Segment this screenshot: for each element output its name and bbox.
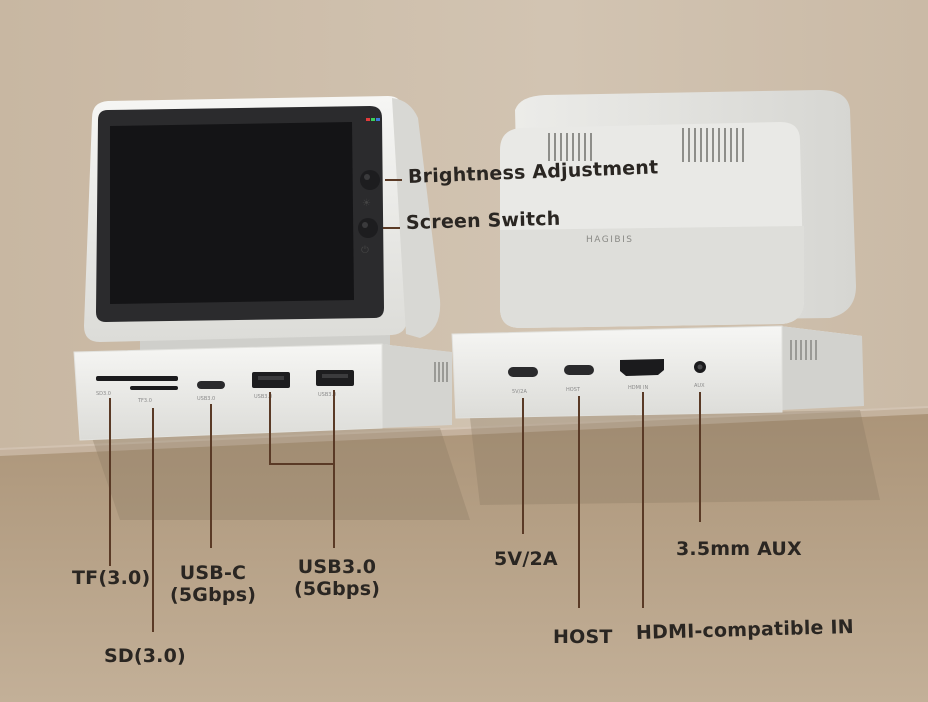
right-device-shadow xyxy=(470,410,880,505)
brightness-knob xyxy=(360,170,380,190)
front-usbc-port xyxy=(197,381,225,389)
screen-switch-knob xyxy=(358,218,378,238)
host-port-label: HOST xyxy=(566,387,581,393)
callout-usbc-name: USB-C xyxy=(179,562,247,584)
shelf-top xyxy=(0,408,928,702)
front-hub-face xyxy=(73,343,383,441)
power-port xyxy=(508,367,538,377)
svg-text:☀: ☀ xyxy=(362,198,371,209)
callout-host: HOST xyxy=(553,626,613,648)
brand-logo: HAGIBIS xyxy=(586,235,633,245)
callout-tf: TF(3.0) xyxy=(72,567,151,589)
usbc-port-label: USB3.0 xyxy=(197,396,215,402)
front-device: ☀ ⏻ SD3.0 TF3.0 USB3.0 US xyxy=(73,96,452,441)
sd-slot xyxy=(96,376,178,381)
shelf-edge xyxy=(0,406,928,456)
left-device-shadow xyxy=(90,428,470,520)
usb-a-1-port-label: USB3.0 xyxy=(254,394,272,400)
callout-sd: SD(3.0) xyxy=(104,645,186,667)
rear-hub-face xyxy=(451,325,783,419)
svg-text:⏻: ⏻ xyxy=(361,245,369,256)
usb3-leader xyxy=(269,392,335,548)
host-port xyxy=(564,365,594,375)
rear-vent-right xyxy=(682,128,744,162)
callout-screen-switch: Screen Switch xyxy=(405,207,561,234)
rear-vent-left xyxy=(548,133,592,161)
callout-usb3-name: USB3.0 xyxy=(297,556,377,578)
callout-aux: 3.5mm AUX xyxy=(676,538,802,560)
callout-lines xyxy=(109,179,701,632)
front-hub-side xyxy=(380,344,452,428)
callout-usb3-speed: (5Gbps) xyxy=(294,578,381,600)
rear-hub-side xyxy=(780,326,864,410)
usb-a-2-port-label: USB3.0 xyxy=(318,392,336,398)
aux-port-label: AUX xyxy=(694,383,705,389)
callout-usb3: USB3.0 (5Gbps) xyxy=(294,556,380,600)
callout-usbc: USB-C (5Gbps) xyxy=(170,562,256,606)
hdmi-port xyxy=(620,359,664,376)
back-device: HAGIBIS 5V/2A HOST HDMI IN AUX xyxy=(451,90,864,419)
tf-port-label: TF3.0 xyxy=(137,398,152,404)
hdmi-port-label: HDMI IN xyxy=(628,385,648,391)
sd-port-label: SD3.0 xyxy=(96,391,111,397)
callout-usbc-speed: (5Gbps) xyxy=(170,584,257,606)
screen-display xyxy=(110,122,354,304)
tf-slot xyxy=(130,386,178,390)
callout-power: 5V/2A xyxy=(494,548,558,570)
power-port-label: 5V/2A xyxy=(512,389,527,395)
